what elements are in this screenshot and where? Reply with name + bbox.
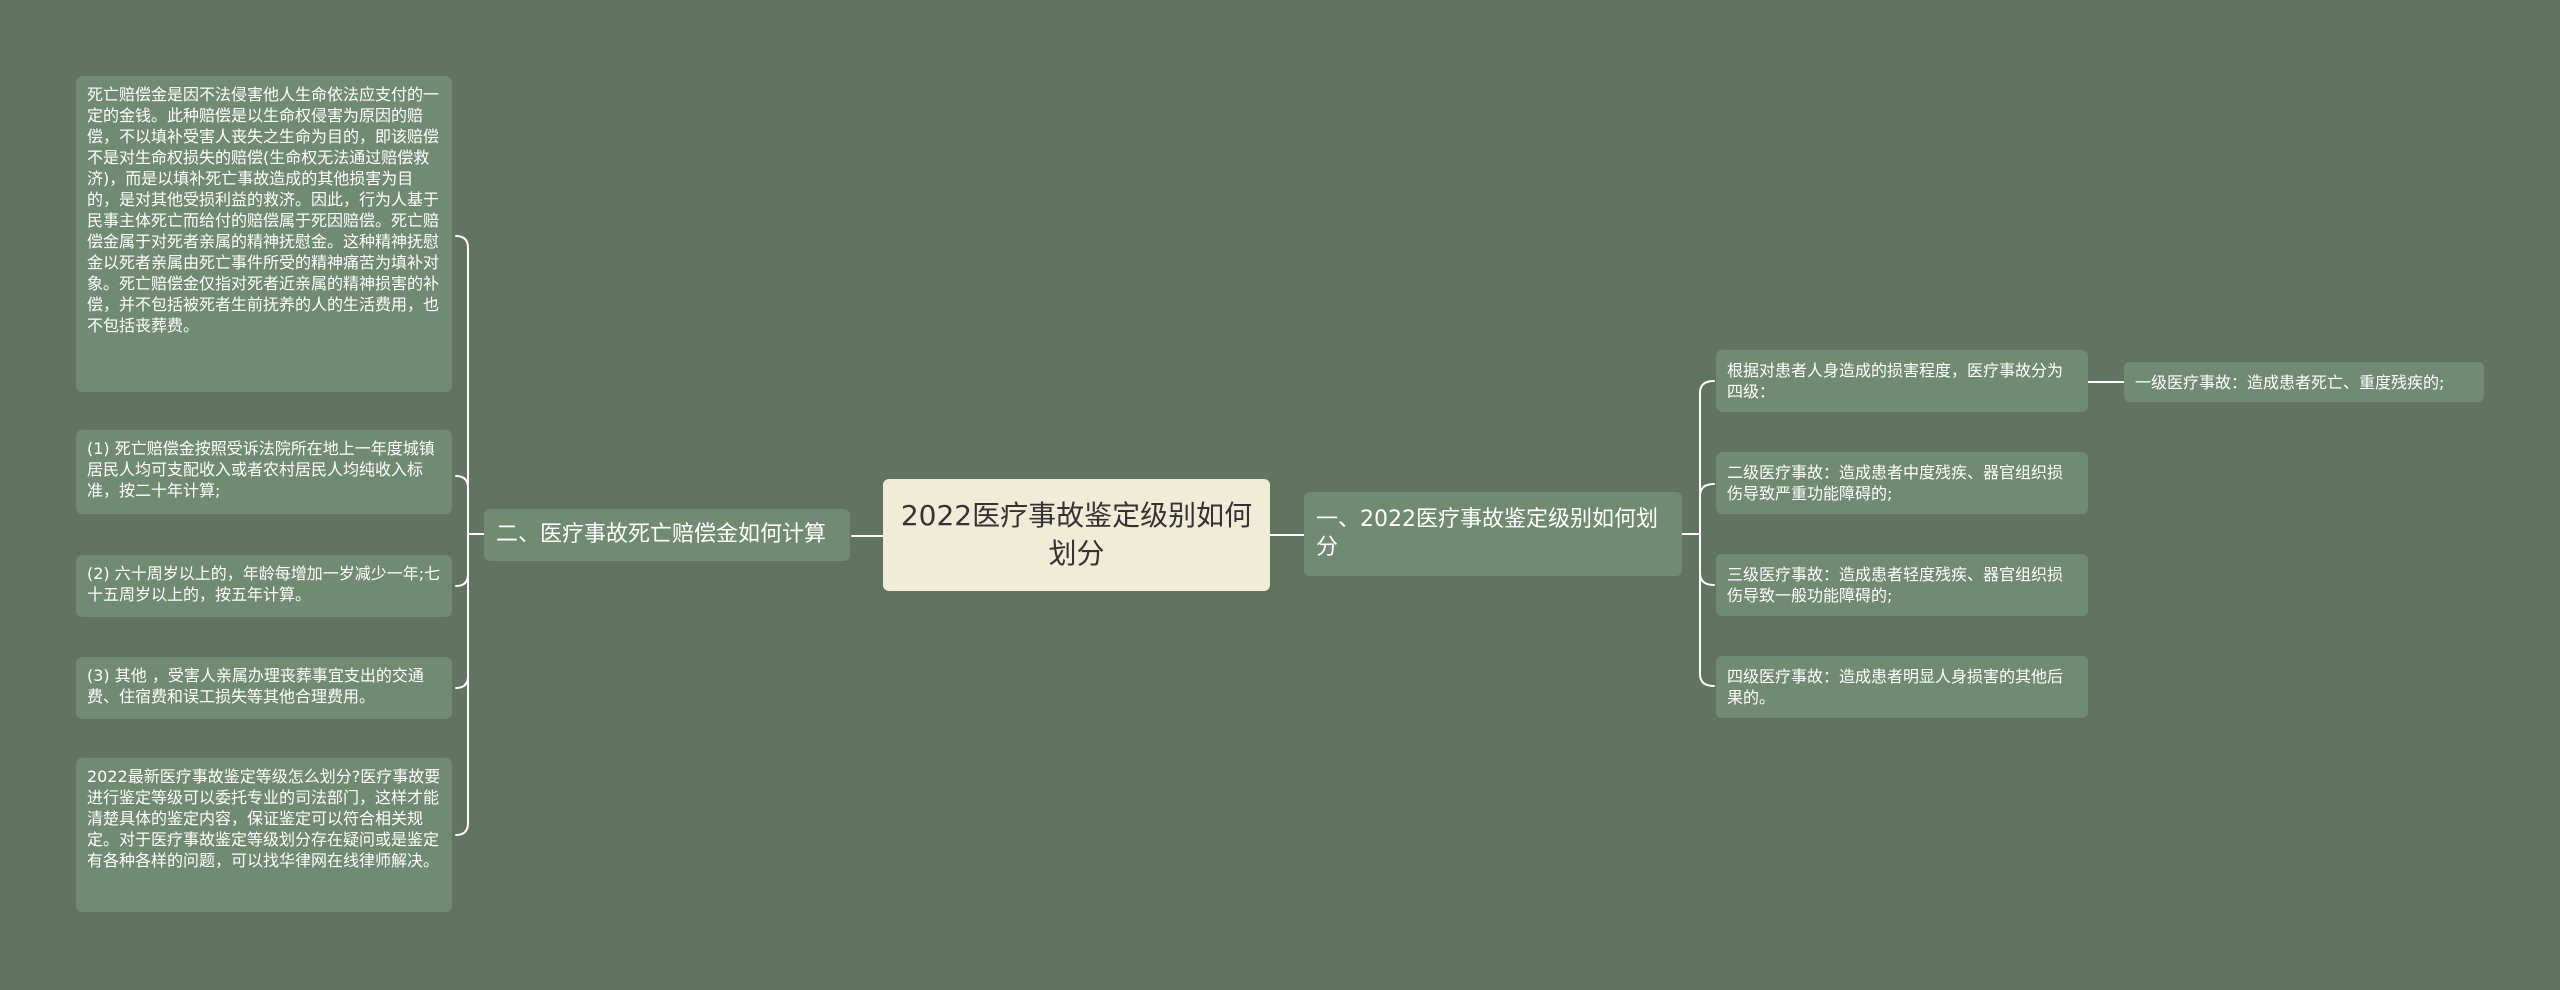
link-right-bracket <box>1681 380 1715 687</box>
right-sub-leaf-text: 一级医疗事故：造成患者死亡、重度残疾的; <box>2135 372 2445 392</box>
root-node[interactable]: 2022医疗事故鉴定级别如何划分 <box>883 479 1270 591</box>
right-leaf-2[interactable]: 二级医疗事故：造成患者中度残疾、器官组织损伤导致严重功能障碍的; <box>1716 452 2088 514</box>
left-leaf-2-text: (1) 死亡赔偿金按照受诉法院所在地上一年度城镇居民人均可支配收入或者农村居民人… <box>87 439 435 500</box>
left-leaf-5-text: 2022最新医疗事故鉴定等级怎么划分?医疗事故要进行鉴定等级可以委托专业的司法部… <box>87 767 441 870</box>
left-leaf-3[interactable]: (2) 六十周岁以上的，年龄每增加一岁减少一年;七十五周岁以上的，按五年计算。 <box>76 555 452 617</box>
right-branch-label: 一、2022医疗事故鉴定级别如何划分 <box>1316 507 1658 560</box>
right-leaf-1-text: 根据对患者人身造成的损害程度，医疗事故分为四级： <box>1727 361 2064 401</box>
right-leaf-3-text: 三级医疗事故：造成患者轻度残疾、器官组织损伤导致一般功能障碍的; <box>1727 565 2064 605</box>
left-leaf-3-text: (2) 六十周岁以上的，年龄每增加一岁减少一年;七十五周岁以上的，按五年计算。 <box>87 564 441 604</box>
link-left-bracket <box>455 235 485 836</box>
root-label: 2022医疗事故鉴定级别如何划分 <box>900 499 1253 570</box>
right-leaf-3[interactable]: 三级医疗事故：造成患者轻度残疾、器官组织损伤导致一般功能障碍的; <box>1716 554 2088 616</box>
right-leaf-2-text: 二级医疗事故：造成患者中度残疾、器官组织损伤导致严重功能障碍的; <box>1727 463 2064 503</box>
left-leaf-1[interactable]: 死亡赔偿金是因不法侵害他人生命依法应支付的一定的金钱。此种赔偿是以生命权侵害为原… <box>76 76 452 392</box>
right-leaf-4[interactable]: 四级医疗事故：造成患者明显人身损害的其他后果的。 <box>1716 656 2088 718</box>
right-sub-leaf[interactable]: 一级医疗事故：造成患者死亡、重度残疾的; <box>2124 362 2484 402</box>
left-branch-label: 二、医疗事故死亡赔偿金如何计算 <box>496 522 827 547</box>
left-leaf-2[interactable]: (1) 死亡赔偿金按照受诉法院所在地上一年度城镇居民人均可支配收入或者农村居民人… <box>76 430 452 514</box>
left-leaf-5[interactable]: 2022最新医疗事故鉴定等级怎么划分?医疗事故要进行鉴定等级可以委托专业的司法部… <box>76 758 452 912</box>
left-branch-node[interactable]: 二、医疗事故死亡赔偿金如何计算 <box>484 509 850 561</box>
left-leaf-4[interactable]: (3) 其他 ，受害人亲属办理丧葬事宜支出的交通费、住宿费和误工损失等其他合理费… <box>76 657 452 719</box>
right-leaf-1[interactable]: 根据对患者人身造成的损害程度，医疗事故分为四级： <box>1716 350 2088 412</box>
right-branch-node[interactable]: 一、2022医疗事故鉴定级别如何划分 <box>1304 492 1682 576</box>
left-leaf-4-text: (3) 其他 ，受害人亲属办理丧葬事宜支出的交通费、住宿费和误工损失等其他合理费… <box>87 666 424 706</box>
left-leaf-1-text: 死亡赔偿金是因不法侵害他人生命依法应支付的一定的金钱。此种赔偿是以生命权侵害为原… <box>87 85 440 335</box>
right-leaf-4-text: 四级医疗事故：造成患者明显人身损害的其他后果的。 <box>1727 667 2064 707</box>
